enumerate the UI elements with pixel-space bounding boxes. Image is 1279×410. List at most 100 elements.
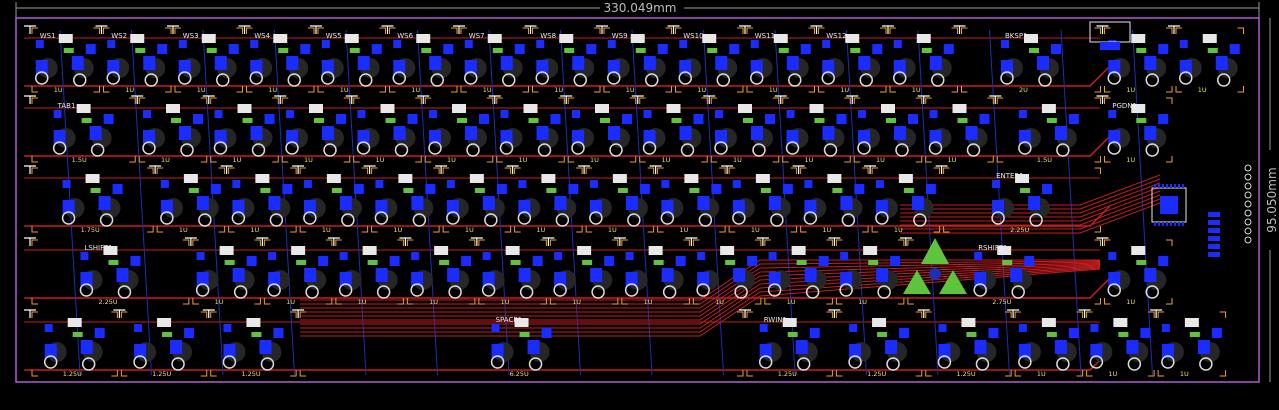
- key-footprint[interactable]: 1U: [435, 165, 512, 234]
- smd-pad: [464, 40, 473, 48]
- key-footprint[interactable]: 1U: [1150, 309, 1227, 378]
- switch-pin: [73, 73, 87, 87]
- key-footprint[interactable]: 1U: [649, 165, 726, 234]
- key-footprint[interactable]: 1U: [1078, 309, 1155, 378]
- key-footprint[interactable]: 1U: [703, 95, 780, 164]
- smd-pad: [607, 40, 616, 48]
- switch-pin-pad: [608, 126, 620, 140]
- switch-pin-pad: [393, 126, 406, 140]
- led-pad: [863, 246, 878, 255]
- key-size-label: 1U: [822, 226, 831, 234]
- key-footprint[interactable]: 1U: [1007, 309, 1084, 378]
- keepout-corner: [156, 167, 164, 174]
- key-footprint[interactable]: 1U: [399, 237, 476, 306]
- key-footprint[interactable]: 1.25U: [202, 309, 297, 378]
- key-footprint[interactable]: 1U: [363, 165, 440, 234]
- key-footprint[interactable]: 1U: [864, 165, 941, 234]
- key-footprint[interactable]: 1U: [256, 237, 333, 306]
- key-footprint[interactable]: 1U: [792, 165, 869, 234]
- controller-area: [1089, 21, 1252, 257]
- key-footprint[interactable]: 1U: [542, 237, 619, 306]
- key-footprint[interactable]: 1U: [131, 95, 208, 164]
- key-footprint[interactable]: 1U: [506, 165, 583, 234]
- key-footprint[interactable]: 1U: [470, 237, 547, 306]
- key-footprint[interactable]: 1U: [578, 165, 655, 234]
- board-outline[interactable]: [15, 17, 1260, 383]
- key-footprint[interactable]: 1.25U: [828, 309, 923, 378]
- key-footprint[interactable]: 1U: [774, 95, 851, 164]
- key-footprint[interactable]: 1.5U: [989, 95, 1101, 164]
- key-footprint[interactable]: 1U: [345, 95, 422, 164]
- led-pad: [809, 104, 824, 113]
- key-footprint[interactable]: 1U: [721, 165, 798, 234]
- key-footprint[interactable]: 1U: [631, 95, 708, 164]
- silk-cross: [524, 25, 537, 34]
- key-footprint[interactable]: 1U: [184, 237, 261, 306]
- key-footprint[interactable]: 1U: [882, 25, 958, 94]
- switch-pin: [589, 211, 603, 225]
- keepout-corner: [254, 239, 261, 246]
- mcu-outline[interactable]: [1151, 187, 1187, 223]
- key-footprint[interactable]: 1U: [560, 95, 637, 164]
- switch-pin-pad: [732, 200, 745, 214]
- key-footprint[interactable]: 1.75U: [24, 165, 154, 234]
- diode: [90, 188, 101, 193]
- mcu-pin: [1178, 222, 1180, 226]
- key-footprint[interactable]: 1U: [613, 237, 690, 306]
- keepout-corner: [790, 226, 798, 233]
- keepout-corner: [951, 86, 958, 93]
- switch-pin: [839, 283, 853, 297]
- silk-cross: [113, 309, 126, 318]
- key-footprint[interactable]: 1U: [149, 165, 226, 234]
- key-footprint[interactable]: 1U: [274, 95, 351, 164]
- key-footprint[interactable]: 1U: [1096, 237, 1173, 306]
- key-footprint[interactable]: 1U: [828, 237, 905, 306]
- key-footprint[interactable]: 1U: [327, 237, 404, 306]
- key-footprint[interactable]: 1U: [292, 165, 369, 234]
- smd-pad: [536, 40, 545, 48]
- switch-pin-pad: [1126, 340, 1139, 354]
- key-footprint[interactable]: 1.25U: [24, 309, 118, 378]
- diode: [81, 118, 92, 123]
- key-footprint[interactable]: 1U: [488, 95, 565, 164]
- key-footprint[interactable]: 1U: [1096, 25, 1173, 94]
- keepout-corner: [1076, 370, 1084, 377]
- key-footprint[interactable]: 1.25U: [113, 309, 208, 378]
- key-footprint[interactable]: 1U: [417, 95, 494, 164]
- key-footprint[interactable]: 1U: [917, 95, 994, 164]
- key-footprint[interactable]: 1.25U: [917, 309, 1012, 378]
- key-footprint[interactable]: 1U: [1168, 25, 1244, 94]
- switch-pin-pad: [786, 130, 799, 144]
- key-footprint[interactable]: 1U: [220, 165, 297, 234]
- key-footprint[interactable]: 1U: [685, 237, 762, 306]
- smd-pad: [729, 44, 740, 54]
- key-footprint[interactable]: 1U: [756, 237, 833, 306]
- led-pad: [85, 174, 100, 183]
- key-footprint[interactable]: 1U: [202, 95, 279, 164]
- key-footprint[interactable]: 1U: [846, 95, 923, 164]
- switch-pin: [1056, 357, 1070, 371]
- keepout-corner: [925, 156, 932, 163]
